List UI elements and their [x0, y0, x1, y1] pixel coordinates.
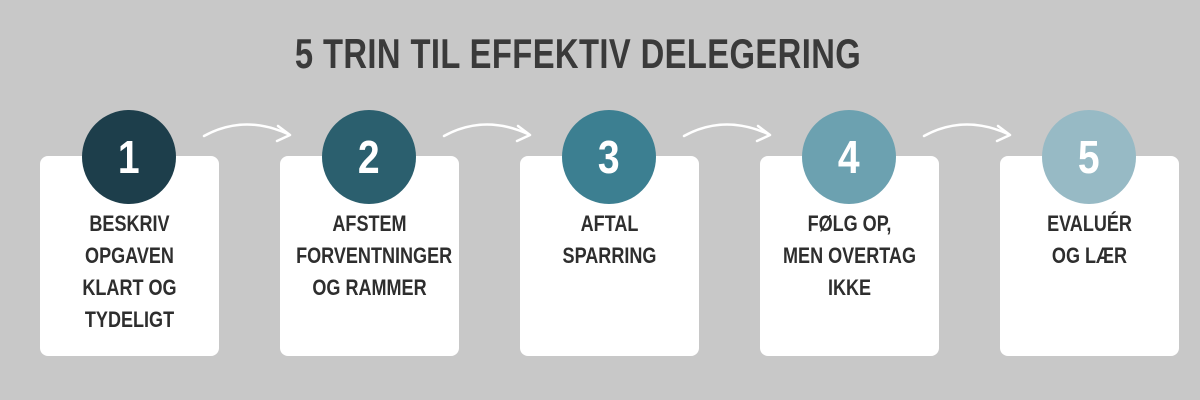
step-number-badge-3: 3 — [562, 110, 656, 204]
step-text-3: AFTAL SPARRING — [562, 211, 657, 268]
step-number-3: 3 — [598, 131, 620, 183]
curved-arrow-icon — [682, 123, 772, 143]
step-text-1: BESKRIV OPGAVEN KLART OG TYDELIGT — [82, 211, 177, 332]
step-number-badge-2: 2 — [322, 110, 416, 204]
step-number-badge-1: 1 — [82, 110, 176, 204]
step-number-5: 5 — [1078, 131, 1100, 183]
step-text-5: EVALUÉR OG LÆR — [1047, 211, 1132, 268]
step-card-3: AFTAL SPARRING — [520, 156, 699, 356]
step-number-4: 4 — [838, 131, 860, 183]
step-number-1: 1 — [118, 131, 140, 183]
step-number-badge-4: 4 — [802, 110, 896, 204]
curved-arrow-icon — [442, 123, 532, 143]
step-text-2: AFSTEM FORVENTNINGER OG RAMMER — [296, 211, 453, 300]
step-text-4: FØLG OP, MEN OVERTAG IKKE — [783, 211, 916, 300]
curved-arrow-icon — [202, 123, 292, 143]
step-card-2: AFSTEM FORVENTNINGER OG RAMMER — [280, 156, 459, 356]
infographic-title: 5 TRIN TIL EFFEKTIV DELEGERING — [294, 30, 862, 77]
curved-arrow-icon — [922, 123, 1012, 143]
step-number-2: 2 — [358, 131, 380, 183]
step-number-badge-5: 5 — [1042, 110, 1136, 204]
